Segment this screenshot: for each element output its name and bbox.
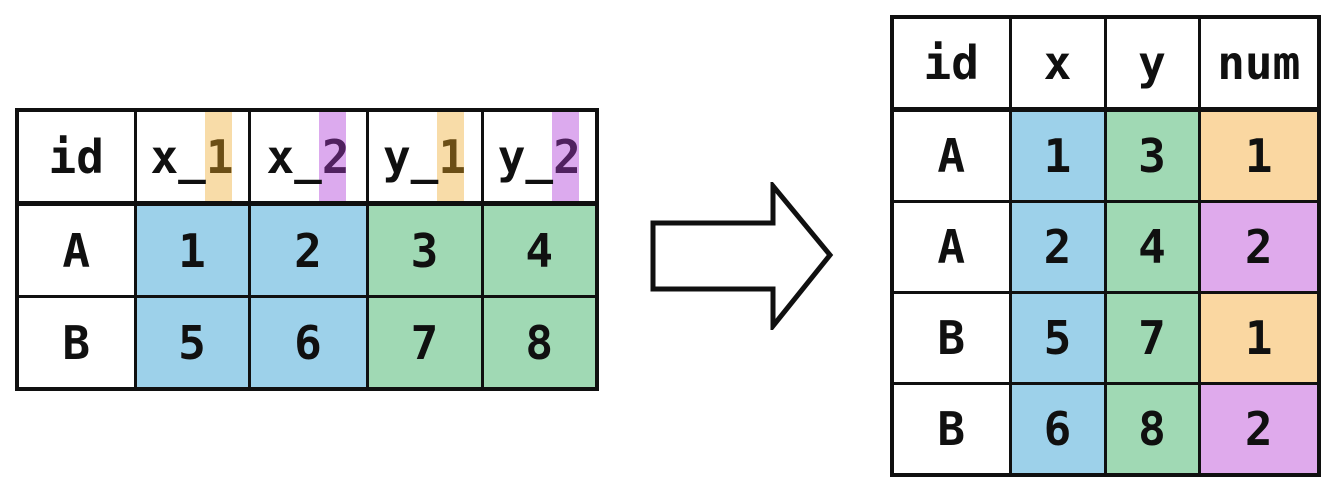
header-label: y_1 bbox=[382, 129, 467, 184]
row-id-cell: B bbox=[890, 291, 1012, 385]
result-table: id x y num A 1 3 1 A 2 4 2 B 5 7 1 bbox=[890, 15, 1321, 477]
result-data-cell: 7 bbox=[1103, 291, 1201, 385]
result-header-cell-id: id bbox=[890, 15, 1012, 112]
source-table-row: B 5 6 7 8 bbox=[15, 295, 599, 391]
header-highlight-stripe bbox=[204, 112, 232, 199]
header-suffix: 2 bbox=[553, 129, 581, 184]
result-data-cell: 2 bbox=[1197, 382, 1321, 477]
source-table-row: A 1 2 3 4 bbox=[15, 202, 599, 298]
source-header-cell-y2: y_2 bbox=[480, 108, 599, 206]
result-table-row: B 6 8 2 bbox=[890, 382, 1321, 477]
source-data-cell: 5 bbox=[133, 295, 251, 391]
source-table: id x_1 x_2 y_1 y_2 bbox=[15, 108, 599, 391]
header-highlight-stripe bbox=[551, 112, 579, 199]
result-data-cell: 2 bbox=[1197, 200, 1321, 294]
header-label: x_2 bbox=[266, 129, 350, 184]
source-data-cell: 6 bbox=[247, 295, 369, 391]
source-header-cell-id: id bbox=[15, 108, 137, 206]
result-table-row: A 2 4 2 bbox=[890, 200, 1321, 294]
header-suffix: 2 bbox=[321, 129, 350, 184]
source-header-cell-y1: y_1 bbox=[365, 108, 484, 206]
arrow-right-icon bbox=[650, 179, 834, 334]
source-data-cell: 3 bbox=[365, 202, 484, 298]
row-id-cell: A bbox=[890, 108, 1012, 203]
result-data-cell: 2 bbox=[1008, 200, 1107, 294]
source-data-cell: 2 bbox=[247, 202, 369, 298]
result-header-cell-x: x bbox=[1008, 15, 1107, 112]
header-highlight-stripe bbox=[436, 112, 464, 199]
result-data-cell: 6 bbox=[1008, 382, 1107, 477]
result-data-cell: 1 bbox=[1197, 108, 1321, 203]
header-highlight-stripe bbox=[318, 112, 346, 199]
source-data-cell: 4 bbox=[480, 202, 599, 298]
header-label: id bbox=[48, 129, 104, 184]
header-suffix: 1 bbox=[438, 129, 467, 184]
source-data-cell: 8 bbox=[480, 295, 599, 391]
result-data-cell: 4 bbox=[1103, 200, 1201, 294]
source-header-cell-x1: x_1 bbox=[133, 108, 251, 206]
header-label: y_2 bbox=[497, 129, 581, 184]
source-data-cell: 7 bbox=[365, 295, 484, 391]
row-id-cell: A bbox=[15, 202, 137, 298]
result-data-cell: 8 bbox=[1103, 382, 1201, 477]
row-id-cell: B bbox=[15, 295, 137, 391]
result-header-cell-num: num bbox=[1197, 15, 1321, 112]
source-data-cell: 1 bbox=[133, 202, 251, 298]
header-label: x_1 bbox=[150, 129, 234, 184]
result-data-cell: 5 bbox=[1008, 291, 1107, 385]
row-id-cell: A bbox=[890, 200, 1012, 294]
result-header-cell-y: y bbox=[1103, 15, 1201, 112]
row-id-cell: B bbox=[890, 382, 1012, 477]
result-table-row: A 1 3 1 bbox=[890, 108, 1321, 203]
result-data-cell: 1 bbox=[1197, 291, 1321, 385]
source-header-row: id x_1 x_2 y_1 y_2 bbox=[15, 108, 599, 206]
result-data-cell: 1 bbox=[1008, 108, 1107, 203]
header-suffix: 1 bbox=[205, 129, 234, 184]
result-table-row: B 5 7 1 bbox=[890, 291, 1321, 385]
source-header-cell-x2: x_2 bbox=[247, 108, 369, 206]
result-header-row: id x y num bbox=[890, 15, 1321, 112]
result-data-cell: 3 bbox=[1103, 108, 1201, 203]
